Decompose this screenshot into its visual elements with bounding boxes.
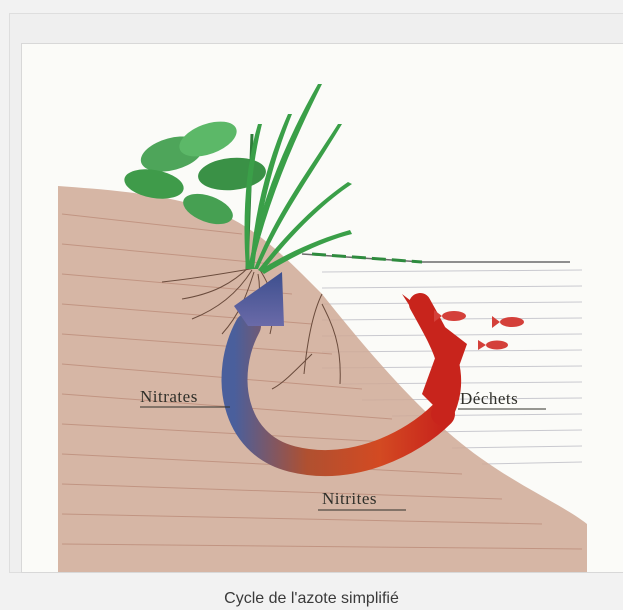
label-dechets: Déchets — [460, 389, 518, 408]
nitrogen-cycle-drawing: Nitrates Déchets Nitrites — [22, 44, 623, 573]
drawing: Nitrates Déchets Nitrites — [21, 43, 623, 573]
label-nitrates: Nitrates — [140, 387, 198, 406]
label-nitrites: Nitrites — [322, 489, 377, 508]
figure-caption: Cycle de l'azote simplifié — [0, 589, 623, 609]
fish-icon — [478, 340, 508, 350]
fish-icon — [492, 316, 524, 328]
soil-slope — [58, 186, 587, 573]
